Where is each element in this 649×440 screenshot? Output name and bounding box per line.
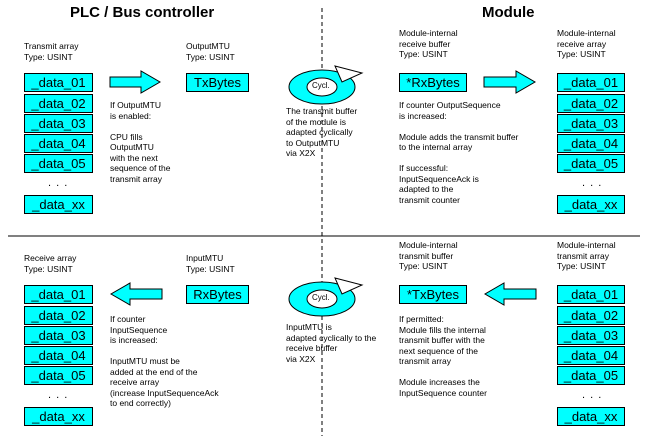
array-cell: _data_02 [24, 94, 93, 113]
receive-array-label-plc: Receive array Type: USINT [24, 253, 77, 274]
arrow-right-icon [483, 70, 536, 94]
array-cell: _data_01 [24, 73, 93, 92]
array-cell: _data_05 [24, 366, 93, 385]
cycle-icon [288, 65, 364, 105]
cycle-icon [288, 277, 364, 317]
array-cell: _data_04 [24, 346, 93, 365]
note-middle-bottom: InputMTU is adapted cyclically to the re… [286, 322, 377, 364]
array-cell: _data_01 [557, 73, 625, 92]
array-cell-last: _data_xx [24, 195, 93, 214]
cycle-label: Cycl. [312, 81, 330, 90]
array-cell: _data_03 [557, 326, 625, 345]
array-cell-last: _data_xx [557, 407, 625, 426]
array-cell-last: _data_xx [557, 195, 625, 214]
array-cell: _data_03 [24, 326, 93, 345]
output-mtu-label: OutputMTU Type: USINT [186, 41, 235, 62]
array-ellipsis: . . . [582, 177, 603, 189]
array-cell: _data_03 [24, 114, 93, 133]
array-cell: _data_01 [24, 285, 93, 304]
output-mtu-box: TxBytes [186, 73, 249, 92]
array-cell: _data_04 [24, 134, 93, 153]
array-cell: _data_04 [557, 346, 625, 365]
note-middle-top: The transmit buffer of the module is ada… [286, 106, 358, 158]
transmit-array-label: Module-internal transmit array Type: USI… [557, 240, 616, 271]
transmit-array-label: Transmit array Type: USINT [24, 41, 79, 62]
receive-buffer-box: *RxBytes [399, 73, 467, 92]
array-cell: _data_05 [557, 154, 625, 173]
plc-header: PLC / Bus controller [70, 4, 215, 21]
cycle-label: Cycl. [312, 293, 330, 302]
receive-buffer-label: Module-internal receive buffer Type: USI… [399, 28, 458, 59]
array-cell: _data_01 [557, 285, 625, 304]
receive-array-label: Module-internal receive array Type: USIN… [557, 28, 616, 59]
transmit-buffer-box: *TxBytes [399, 285, 467, 304]
array-cell: _data_02 [24, 306, 93, 325]
array-ellipsis: . . . [48, 389, 69, 401]
array-ellipsis: . . . [582, 389, 603, 401]
module-header: Module [482, 4, 535, 21]
array-cell: _data_02 [557, 94, 625, 113]
array-cell: _data_03 [557, 114, 625, 133]
note-module-bottom: If permitted: Module fills the internal … [399, 314, 487, 398]
arrow-left-icon [484, 282, 537, 306]
arrow-left-icon [110, 282, 163, 306]
note-plc-bottom: If counter InputSequence is increased: I… [110, 314, 219, 408]
array-cell: _data_02 [557, 306, 625, 325]
input-mtu-label: InputMTU Type: USINT [186, 253, 235, 274]
array-cell: _data_05 [24, 154, 93, 173]
array-ellipsis: . . . [48, 177, 69, 189]
arrow-right-icon [109, 70, 161, 94]
array-cell: _data_05 [557, 366, 625, 385]
transmit-buffer-label: Module-internal transmit buffer Type: US… [399, 240, 458, 271]
array-cell: _data_04 [557, 134, 625, 153]
input-mtu-box: RxBytes [186, 285, 249, 304]
array-cell-last: _data_xx [24, 407, 93, 426]
note-plc-top: If OutputMTU is enabled: CPU fills Outpu… [110, 100, 171, 184]
note-module-top: If counter OutputSequence is increased: … [399, 100, 519, 205]
